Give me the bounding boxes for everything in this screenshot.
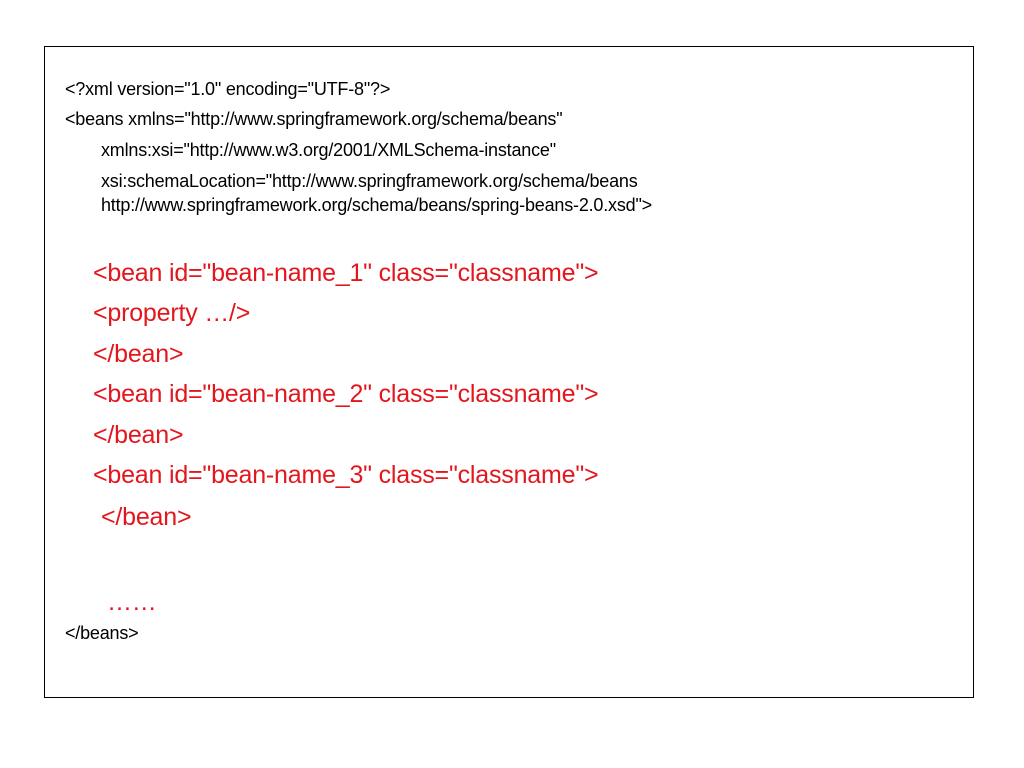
bean-3-open-line: <bean id="bean-name_3" class="classname"…: [93, 461, 599, 489]
bean-1-open-line: <bean id="bean-name_1" class="classname"…: [93, 259, 599, 287]
bean-2-open-line: <bean id="bean-name_2" class="classname"…: [93, 380, 599, 408]
beans-close-line: </beans>: [65, 623, 139, 643]
xml-code-box: <?xml version="1.0" encoding="UTF-8"?> <…: [44, 46, 974, 698]
schema-location-line: xsi:schemaLocation="http://www.springfra…: [101, 171, 638, 191]
schema-url-line: http://www.springframework.org/schema/be…: [101, 195, 652, 215]
ellipsis-line: ……: [107, 588, 157, 616]
xml-declaration-line: <?xml version="1.0" encoding="UTF-8"?>: [65, 79, 391, 99]
property-line: <property …/>: [93, 299, 251, 327]
xmlns-xsi-line: xmlns:xsi="http://www.w3.org/2001/XMLSch…: [101, 140, 556, 160]
bean-2-close-line: </bean>: [93, 421, 184, 449]
bean-1-close-line: </bean>: [93, 340, 184, 368]
beans-open-line: <beans xmlns="http://www.springframework…: [65, 109, 563, 129]
bean-3-close-line: </bean>: [101, 503, 192, 531]
